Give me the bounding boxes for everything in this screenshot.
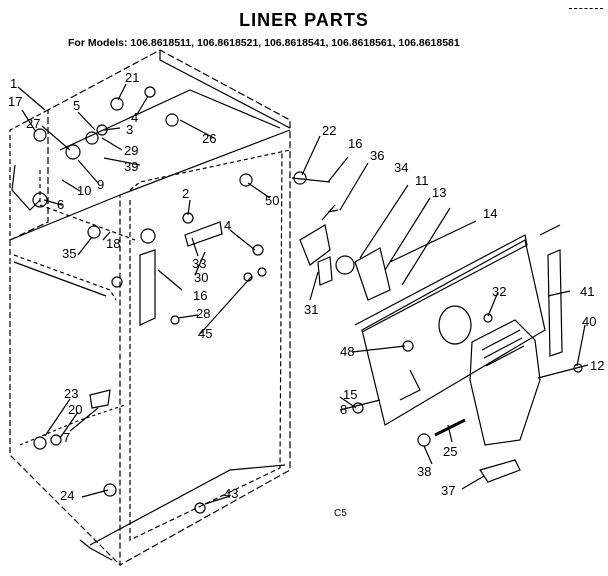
callout-11: 11	[415, 173, 429, 188]
callout-39: 39	[124, 159, 138, 174]
callout-8: 8	[340, 402, 347, 417]
callout-26: 26	[202, 131, 216, 146]
callout-10: 10	[77, 183, 91, 198]
callout-17: 17	[8, 94, 22, 109]
callout-16: 16	[193, 288, 207, 303]
fan-assembly	[299, 224, 391, 301]
air-grille	[469, 319, 541, 446]
callout-32: 32	[492, 284, 506, 299]
shelf-foot	[479, 459, 521, 483]
callout-20: 20	[68, 402, 82, 417]
callout-29: 29	[124, 143, 138, 158]
callout-45: 45	[198, 326, 212, 341]
control-bracket	[139, 249, 156, 326]
callout-23: 23	[64, 386, 78, 401]
leader-lines	[17, 83, 589, 505]
callout-25: 25	[443, 444, 457, 459]
callout-48: 48	[340, 344, 354, 359]
callout-50: 50	[265, 193, 279, 208]
side-strip	[547, 249, 563, 357]
callout-41: 41	[580, 284, 594, 299]
callout-34: 34	[394, 160, 408, 175]
callout-28: 28	[196, 306, 210, 321]
callout-30: 30	[194, 270, 208, 285]
air-duct-cover	[354, 224, 561, 426]
callout-36: 36	[370, 148, 384, 163]
callout-15: 15	[343, 387, 357, 402]
diagram-title: LINER PARTS	[239, 10, 369, 30]
callout-24: 24	[60, 488, 74, 503]
liner-box	[9, 49, 291, 567]
callout-27: 27	[26, 116, 40, 131]
callout-3: 3	[126, 122, 133, 137]
callout-16: 16	[348, 136, 362, 151]
callout-38: 38	[417, 464, 431, 479]
callout-5: 5	[73, 98, 80, 113]
callout-12: 12	[590, 358, 604, 373]
seal-strip	[434, 418, 466, 437]
hardware-parts	[11, 86, 583, 514]
callout-1: 1	[10, 76, 17, 91]
callout-7: 7	[63, 430, 70, 445]
model-numbers: For Models: 106.8618511, 106.8618521, 10…	[68, 37, 460, 49]
callout-13: 13	[432, 185, 446, 200]
callout-33: 33	[192, 256, 206, 271]
callout-4: 4	[131, 110, 138, 125]
callout-43: 43	[224, 486, 238, 501]
corner-mark	[569, 8, 603, 9]
callout-2: 2	[182, 186, 189, 201]
callout-4: 4	[224, 218, 231, 233]
callout-40: 40	[582, 314, 596, 329]
callout-22: 22	[322, 123, 336, 138]
callout-21: 21	[125, 70, 139, 85]
callout-37: 37	[441, 483, 455, 498]
callout-9: 9	[97, 177, 104, 192]
callout-35: 35	[62, 246, 76, 261]
figure-code: C5	[334, 508, 347, 519]
callout-6: 6	[57, 197, 64, 212]
callout-31: 31	[304, 302, 318, 317]
callout-14: 14	[483, 206, 497, 221]
callout-18: 18	[106, 236, 120, 251]
